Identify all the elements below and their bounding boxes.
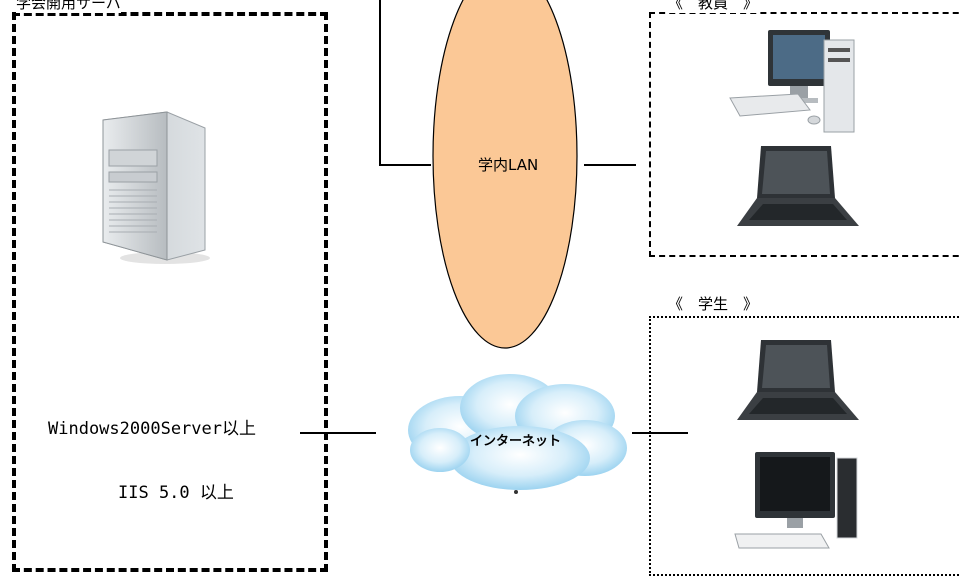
connector-internet-student [632, 432, 688, 434]
connector-server-lan-horizontal [379, 164, 431, 166]
laptop-icon [737, 146, 859, 226]
faculty-group-title: 《 教員 》 [668, 0, 759, 13]
laptop-icon [737, 340, 859, 420]
student-group-title: 《 学生 》 [668, 295, 759, 313]
desktop-pc-icon [729, 30, 855, 133]
internet-cloud-icon [408, 374, 627, 494]
connector-server-internet [300, 432, 376, 434]
connector-server-lan-vertical [379, 0, 381, 165]
server-icon [102, 111, 210, 264]
desktop-pc-icon [734, 452, 858, 549]
iis-requirement-label: IIS 5.0 以上 [118, 483, 234, 503]
lan-label: 学内LAN [478, 156, 539, 174]
server-group-title: 学会開用サーバ [16, 0, 121, 13]
connector-lan-faculty [584, 164, 636, 166]
internet-label: インターネット [470, 434, 562, 449]
os-requirement-label: Windows2000Server以上 [48, 419, 256, 439]
faculty-group-box [649, 12, 959, 257]
lan-ellipse [432, 0, 578, 349]
